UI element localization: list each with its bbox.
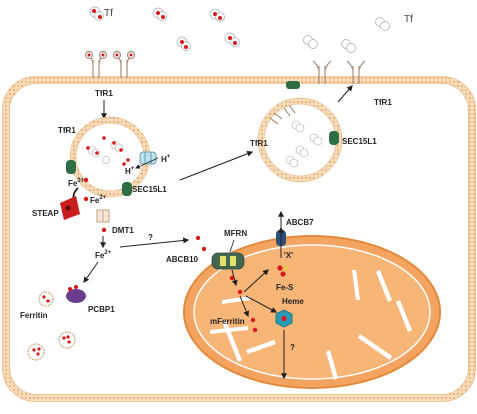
fe-s-cluster [277,265,289,277]
endosome [69,116,151,198]
cell-membrane [2,76,476,402]
mfrn-abcb10-transporter [211,252,245,270]
abcb7-label: ABCB7 [286,218,314,227]
transferrin-cluster-top [89,6,240,51]
sec15l1-left-protein [66,160,76,174]
sec15l1-label-left: SEC15L1 [132,185,167,194]
mferritin-particle [250,317,258,333]
heme-molecule [275,309,293,328]
pcbp1-protein [66,285,86,303]
dmt1-label: DMT1 [112,226,134,235]
hplus-inner: H+ [125,166,135,176]
tfr1-label-right: TfR1 [374,98,392,107]
fe2-label: Fe2+ [90,195,107,205]
dmt1-transporter [96,209,110,223]
tfr1-label-recycle: TfR1 [250,139,268,148]
abcb10-label: ABCB10 [166,255,199,264]
pcbp1-label: PCBP1 [88,305,115,314]
ferritin-particles [27,291,76,361]
heme-label: Heme [282,297,304,306]
tf-label-right: Tf [404,14,413,25]
apo-transferrin-right [303,17,390,53]
tfr1-receptors-top-left [84,50,136,78]
question-mark-2: ? [290,343,295,352]
tfr1-label-top: TfR1 [95,89,113,98]
tfr1-label-endosome: TfR1 [58,126,76,135]
sec15l1-left-protein-b [122,182,132,196]
fe3-label: Fe3+ [68,178,85,188]
x-label: 'X' [284,251,293,260]
steap-protein [60,196,80,220]
mfrn-label: MFRN [224,229,247,238]
fe-s-label: Fe-S [276,283,294,292]
question-mark-1: ? [148,233,153,242]
mferritin-label: mFerritin [210,317,245,326]
sec15l1-label-right: SEC15L1 [342,137,377,146]
hplus-outer: H+ [161,154,171,164]
sec15l1-right-protein [329,131,339,145]
steap-label: STEAP [32,209,59,218]
mitochondrion [183,235,441,389]
tf-label-top: Tf [104,8,113,19]
fe2-cytosol-label: Fe2+ [95,250,112,260]
ferritin-label: Ferritin [20,311,48,320]
tfr1-receptors-top-right [312,60,366,84]
green-protein-membrane [286,81,300,89]
